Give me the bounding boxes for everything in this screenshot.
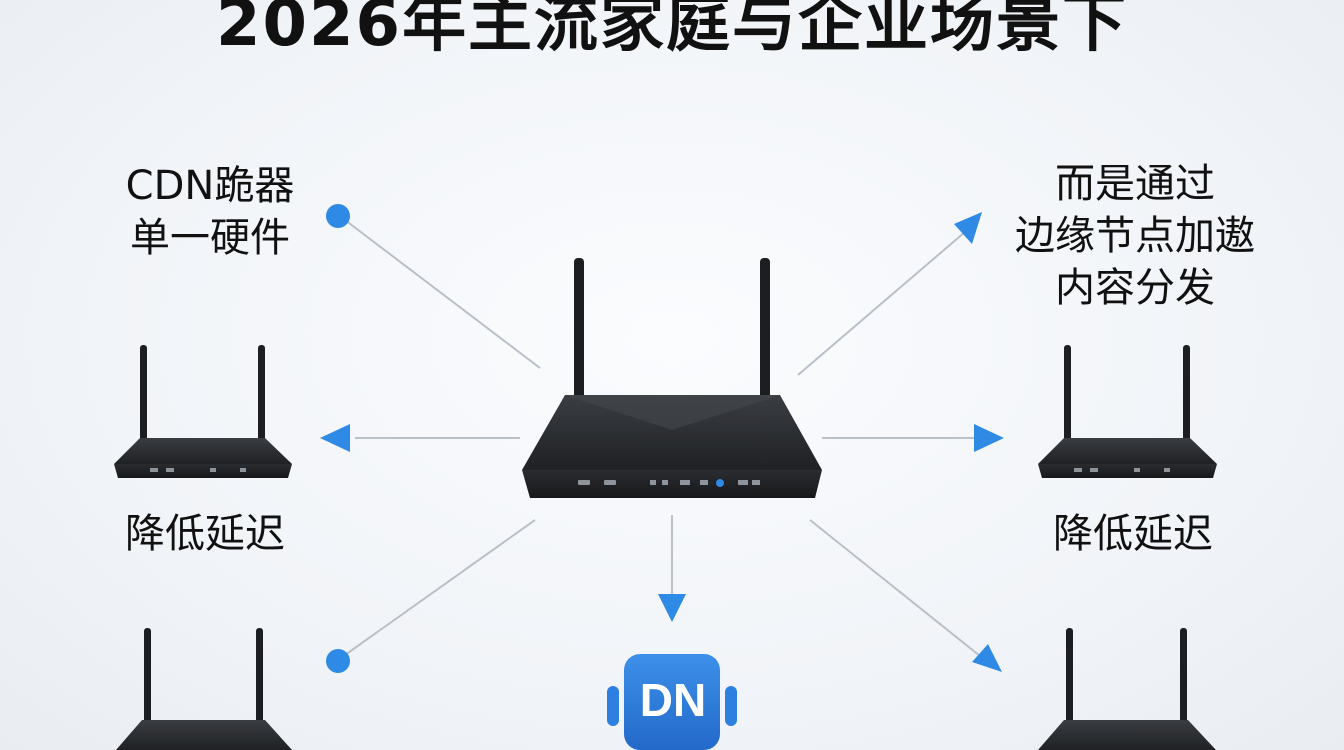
router-icon-center	[522, 258, 822, 498]
page-title: 2026年主流家庭与企业场景下	[215, 0, 1129, 61]
arrow-marker-bottom-center	[658, 594, 686, 622]
label-mid-left: 降低延迟	[125, 511, 285, 557]
label-top-right-line1: 而是通过	[1055, 161, 1215, 207]
router-icon-mid-right	[1038, 345, 1217, 478]
arrow-marker-bottom-right	[972, 644, 1002, 672]
cdn-badge-text: DN	[639, 674, 707, 726]
router-icon-bottom-left	[116, 628, 292, 750]
arrow-marker-mid-left	[320, 424, 350, 452]
router-icon-mid-left	[114, 345, 292, 478]
line-bottom-right	[809, 519, 986, 661]
label-top-left-line1: CDN跪器	[125, 163, 295, 209]
label-top-left-line2: 单一硬件	[130, 215, 290, 261]
dot-marker-bottom-left	[326, 649, 350, 673]
line-top-left	[344, 219, 541, 369]
arrow-marker-top-right	[954, 212, 982, 244]
label-top-right-line2: 边缘节点加遨	[1015, 213, 1255, 259]
line-bottom-left	[344, 519, 536, 656]
line-top-right	[797, 231, 966, 376]
arrow-marker-mid-right	[974, 424, 1004, 452]
label-mid-right: 降低延迟	[1053, 511, 1213, 557]
label-top-right: 而是通过 边缘节点加遨 内容分发	[985, 158, 1285, 314]
label-top-left: CDN跪器 单一硬件	[95, 160, 325, 264]
router-icon-bottom-right	[1038, 628, 1216, 750]
label-top-right-line3: 内容分发	[1055, 265, 1215, 311]
cdn-badge-icon	[607, 654, 737, 750]
dot-marker-top-left	[326, 204, 350, 228]
